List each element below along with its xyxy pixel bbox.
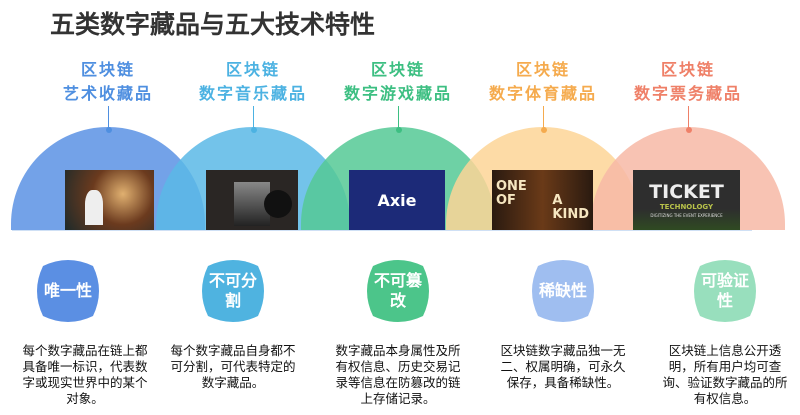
feature-label: 稀缺性 bbox=[538, 281, 587, 300]
category-line2: 数字游戏藏品 bbox=[343, 84, 452, 103]
image-text: ONE bbox=[496, 179, 527, 194]
feature-label: 可验证性 bbox=[700, 271, 749, 310]
feature-description: 每个数字藏品在链上都具备唯一标识，代表数字或现实世界中的某个对象。 bbox=[22, 343, 148, 406]
category-image bbox=[65, 170, 154, 230]
page-title: 五类数字藏品与五大技术特性 bbox=[50, 10, 376, 39]
category-line2: 数字体育藏品 bbox=[488, 84, 597, 103]
category-label: 区块链数字票务藏品 bbox=[608, 58, 768, 106]
category-line1: 区块链 bbox=[80, 60, 135, 79]
category-line2: 数字票务藏品 bbox=[633, 84, 742, 103]
badge-shape bbox=[37, 260, 99, 322]
feature-label: 唯一性 bbox=[43, 281, 92, 300]
feature-description: 每个数字藏品自身都不可分割，可代表特定的数字藏品。 bbox=[170, 343, 296, 390]
connector-line bbox=[688, 106, 689, 130]
connector-dot bbox=[685, 127, 692, 133]
connector-line bbox=[253, 106, 254, 130]
category-label: 区块链数字游戏藏品 bbox=[318, 58, 478, 106]
category-line1: 区块链 bbox=[515, 60, 570, 79]
category-line1: 区块链 bbox=[660, 60, 715, 79]
badge-shape bbox=[367, 260, 429, 322]
feature-description: 数字藏品本身属性及所有权信息、历史交易记录等信息在防篡改的链上存储记录。 bbox=[335, 343, 461, 406]
baseline bbox=[12, 230, 752, 231]
connector-dot bbox=[250, 127, 257, 133]
connector-dot bbox=[105, 127, 112, 133]
badge-shape bbox=[202, 260, 264, 322]
connector-dot bbox=[395, 127, 402, 133]
image-text: DIGITIZING THE EVENT EXPERIENCE bbox=[650, 212, 723, 218]
badge-shape bbox=[532, 260, 594, 322]
category-label: 区块链数字音乐藏品 bbox=[173, 58, 333, 106]
image-text: KIND bbox=[552, 207, 589, 222]
feature-label: 不可分割 bbox=[208, 271, 257, 310]
connector-line bbox=[543, 106, 544, 130]
feature-description: 区块链上信息公开透明，所有用户均可查询、验证数字藏品的所有权信息。 bbox=[662, 343, 788, 406]
connector-line bbox=[108, 106, 109, 130]
category-label: 区块链艺术收藏品 bbox=[28, 58, 188, 106]
image-text: Axie bbox=[377, 190, 417, 210]
category-line1: 区块链 bbox=[370, 60, 425, 79]
feature-badge: 唯一性 bbox=[35, 258, 101, 324]
category-line2: 艺术收藏品 bbox=[62, 84, 153, 103]
category-line2: 数字音乐藏品 bbox=[198, 84, 307, 103]
connector-dot bbox=[540, 127, 547, 133]
image-text: OF bbox=[496, 193, 516, 208]
connector-line bbox=[398, 106, 399, 130]
feature-badge: 稀缺性 bbox=[530, 258, 596, 324]
image-text: TICKET bbox=[649, 180, 724, 203]
category-image bbox=[206, 170, 298, 230]
category-image: Axie bbox=[349, 170, 445, 230]
category-label: 区块链数字体育藏品 bbox=[463, 58, 623, 106]
feature-label: 不可篡改 bbox=[373, 271, 422, 310]
feature-badge: 不可篡改 bbox=[365, 258, 431, 324]
image-text: A bbox=[552, 193, 563, 208]
feature-description: 区块链数字藏品独一无二、权属明确，可永久保存，具备稀缺性。 bbox=[500, 343, 626, 390]
feature-badge: 不可分割 bbox=[200, 258, 266, 324]
badge-shape bbox=[694, 260, 756, 322]
category-line1: 区块链 bbox=[225, 60, 280, 79]
image-text: TECHNOLOGY bbox=[659, 202, 714, 211]
feature-badge: 可验证性 bbox=[692, 258, 758, 324]
